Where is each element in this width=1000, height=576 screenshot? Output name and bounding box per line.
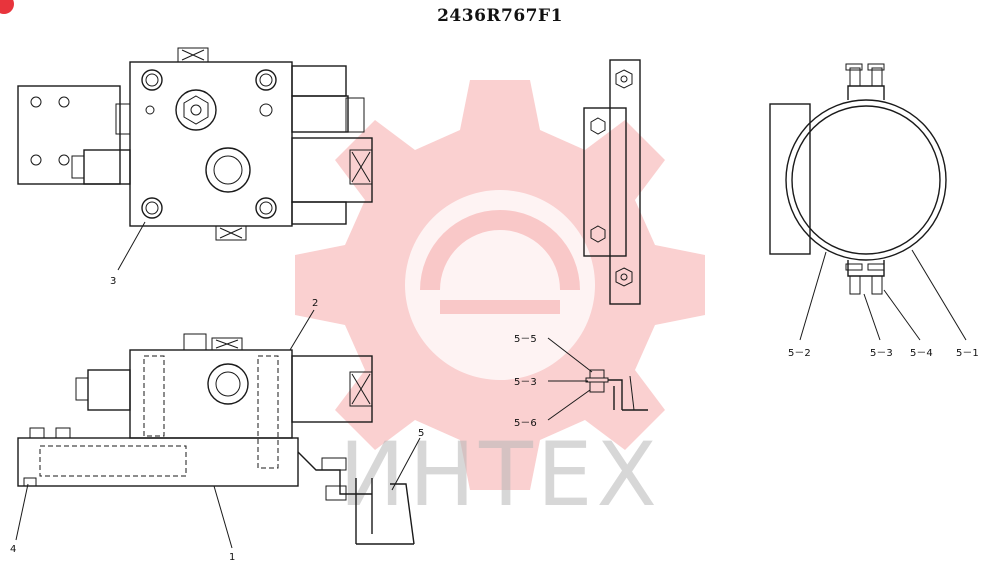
bracket-strap-view <box>583 59 641 305</box>
callout-5-1: 5－1 <box>956 348 979 359</box>
callout-5: 5 <box>418 428 424 439</box>
watermark-text: ИНТЕХ <box>339 423 661 526</box>
callout-5-3-mid: 5－3 <box>514 377 537 388</box>
drawing-title: 2436R767F1 <box>437 6 563 26</box>
callout-5-2: 5－2 <box>788 348 811 359</box>
callout-5-4: 5－4 <box>910 348 933 359</box>
callout-2: 2 <box>312 298 318 309</box>
valve-side-view <box>17 333 415 545</box>
pipe-clamp-view <box>769 63 947 295</box>
callout-1: 1 <box>229 552 235 563</box>
callout-4: 4 <box>10 544 16 555</box>
callout-3: 3 <box>110 276 116 287</box>
corner-badge <box>0 0 14 14</box>
watermark-gear-icon <box>295 80 705 490</box>
callout-5-6: 5－6 <box>514 418 537 429</box>
callout-5-3-right: 5－3 <box>870 348 893 359</box>
valve-top-view <box>17 47 373 241</box>
callout-5-5: 5－5 <box>514 334 537 345</box>
bracket-detail-view <box>585 369 648 411</box>
